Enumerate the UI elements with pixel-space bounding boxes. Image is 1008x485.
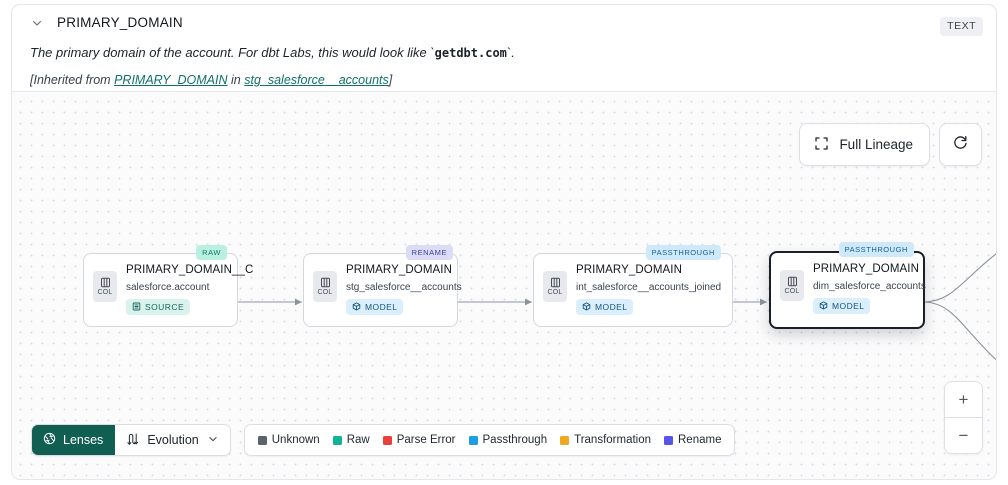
legend-item-unknown: Unknown [257, 434, 320, 446]
inherited-model-link[interactable]: stg_salesforce__accounts [244, 73, 389, 87]
zoom-controls-divider [945, 417, 982, 418]
panel-header: PRIMARY_DOMAIN TEXT The primary domain o… [12, 5, 996, 92]
lineage-node-name-2: PRIMARY_DOMAIN [576, 264, 682, 276]
description-text-tail: `. [506, 45, 515, 60]
legend-item-parse-error: Parse Error [382, 434, 456, 446]
col-chip-0: COL [93, 271, 117, 302]
refresh-button[interactable] [939, 123, 982, 166]
inherit-suffix: ] [388, 73, 393, 87]
lineage-node-0[interactable]: RAW COL PRIMARY_DOMAIN__C salesforce.acc… [83, 245, 253, 327]
lineage-node-2[interactable]: PASSTHROUGH COL PRIMARY_DOMAIN int_sales… [533, 245, 733, 327]
legend-label-passthrough: Passthrough [482, 434, 548, 446]
evolution-label: Evolution [147, 433, 199, 447]
lineage-node-name-0: PRIMARY_DOMAIN__C [126, 264, 254, 276]
lineage-node-name-3: PRIMARY_DOMAIN [813, 263, 919, 275]
lineage-node-kind-label-2: MODEL [595, 302, 628, 312]
inherited-column-link[interactable]: PRIMARY_DOMAIN [114, 73, 228, 87]
lineage-tag-3: PASSTHROUGH [838, 242, 914, 257]
lineage-node-kind-1: MODEL [346, 299, 404, 315]
description-text-lead: The primary domain of the account. For d… [30, 45, 435, 60]
legend-item-rename: Rename [664, 434, 721, 446]
zoom-out-button[interactable]: − [945, 418, 982, 453]
legend-item-transformation: Transformation [560, 434, 651, 446]
inherit-prefix: [Inherited from [30, 73, 115, 87]
zoom-in-button[interactable]: + [945, 382, 982, 417]
lenses-button[interactable]: Lenses [32, 425, 116, 455]
lineage-node-kind-label-1: MODEL [365, 302, 398, 312]
legend-label-raw: Raw [346, 434, 370, 446]
col-chip-1: COL [313, 271, 337, 302]
col-chip-3: COL [780, 270, 804, 301]
lineage-node-kind-2: MODEL [576, 299, 634, 315]
lineage-node-kind-label-0: SOURCE [145, 302, 185, 312]
legend-swatch-transformation [560, 435, 570, 445]
lineage-node-3[interactable]: PASSTHROUGH COL PRIMARY_DOMAIN dim_sales… [769, 242, 926, 329]
description-code: getdbt.com [434, 46, 507, 60]
inherit-middle: in [227, 73, 245, 87]
col-chip-label-2: COL [547, 289, 563, 296]
lenses-label: Lenses [63, 433, 104, 447]
legend-swatch-raw [332, 435, 342, 445]
cube-icon [582, 301, 591, 313]
full-lineage-label: Full Lineage [839, 137, 913, 152]
lineage-tag-1: RENAME [405, 245, 453, 260]
lineage-node-kind-label-3: MODEL [832, 301, 865, 311]
lineage-tag-2: PASSTHROUGH [645, 245, 721, 260]
expand-icon [814, 136, 829, 154]
legend-swatch-rename [664, 435, 673, 445]
legend-item-raw: Raw [332, 434, 370, 446]
page-title: PRIMARY_DOMAIN [57, 15, 183, 30]
lineage-node-kind-3: MODEL [813, 298, 871, 314]
lineage-node-kind-0: SOURCE [126, 299, 191, 315]
col-chip-label-1: COL [317, 289, 333, 296]
aperture-icon [43, 432, 56, 448]
col-chip-2: COL [543, 271, 567, 302]
database-icon [132, 302, 141, 313]
legend-item-passthrough: Passthrough [468, 434, 548, 446]
legend-label-parse-error: Parse Error [396, 434, 456, 446]
lineage-node-1[interactable]: RENAME COL PRIMARY_DOMAIN stg_salesforce… [303, 245, 462, 327]
cube-icon [819, 300, 828, 312]
col-chip-label-3: COL [784, 288, 800, 295]
canvas-bottom-bar: Lenses Evolution [31, 424, 736, 456]
legend-swatch-passthrough [468, 435, 478, 445]
col-chip-label-0: COL [97, 289, 113, 296]
chevron-down-icon[interactable] [30, 16, 44, 30]
full-lineage-button[interactable]: Full Lineage [799, 123, 930, 166]
type-badge: TEXT [940, 17, 983, 36]
refresh-icon [952, 134, 969, 156]
legend-swatch-parse-error [382, 435, 392, 445]
canvas-toolbar: Full Lineage [799, 123, 982, 166]
detail-panel: PRIMARY_DOMAIN TEXT The primary domain o… [11, 4, 997, 480]
lineage-node-subtitle-0: salesforce.account [126, 282, 210, 293]
zoom-controls: + − [944, 381, 983, 454]
evolution-dropdown[interactable]: Evolution [115, 425, 229, 455]
legend-label-rename: Rename [678, 434, 722, 446]
legend-swatch-unknown [257, 435, 267, 445]
lineage-tag-0: RAW [196, 245, 227, 260]
lineage-canvas[interactable]: Full Lineage + − R [12, 92, 996, 479]
lenses-segmented-control: Lenses Evolution [31, 424, 231, 456]
lineage-node-subtitle-3: dim_salesforce_accounts [813, 281, 926, 292]
lineage-node-subtitle-1: stg_salesforce__accounts [346, 282, 462, 293]
evolution-arrows-icon [126, 432, 139, 449]
chevron-down-icon [207, 433, 219, 448]
lineage-legend: Unknown Raw Parse Error Passthrough [243, 424, 736, 456]
column-description: The primary domain of the account. For d… [30, 45, 515, 60]
header-title-row: PRIMARY_DOMAIN [30, 15, 183, 30]
legend-label-unknown: Unknown [271, 434, 320, 446]
header-divider [12, 91, 996, 92]
legend-label-transformation: Transformation [574, 434, 651, 446]
lineage-node-name-1: PRIMARY_DOMAIN [346, 264, 452, 276]
inherited-from-note: [Inherited from PRIMARY_DOMAIN in stg_sa… [30, 73, 392, 87]
lineage-node-subtitle-2: int_salesforce__accounts_joined [576, 282, 722, 293]
cube-icon [352, 301, 361, 313]
